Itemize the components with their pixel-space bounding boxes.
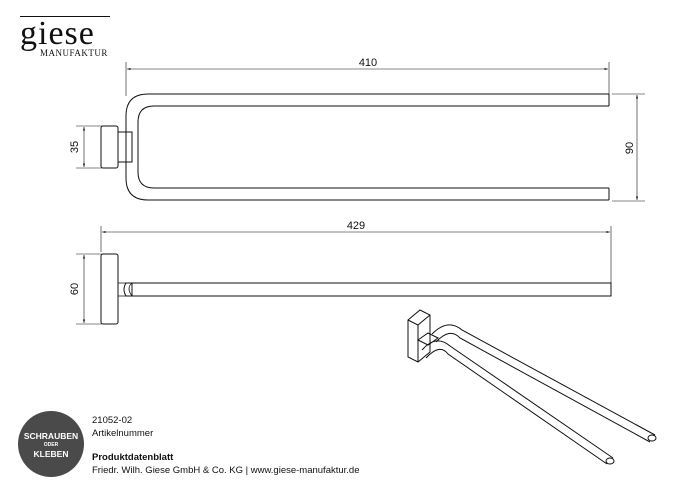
dim-label-60: 60 xyxy=(69,283,81,295)
badge-line-3: KLEBEN xyxy=(33,449,69,459)
wall-mount-top xyxy=(100,125,119,169)
dim-label-429: 429 xyxy=(347,220,365,232)
top-view xyxy=(76,62,645,202)
dim-label-90: 90 xyxy=(624,142,636,154)
inner-rail xyxy=(137,105,609,189)
side-view xyxy=(76,226,612,325)
brand-logo: giese MANUFAKTUR xyxy=(20,15,115,58)
badge-line-1: SCHRAUBEN xyxy=(23,431,79,441)
bar-side xyxy=(123,282,612,297)
isometric-view xyxy=(407,309,657,465)
article-label: Artikelnummer xyxy=(92,428,154,439)
brand-name: giese xyxy=(20,15,95,52)
company-line: Friedr. Wilh. Giese GmbH & Co. KG | www.… xyxy=(92,465,360,476)
pivot-block-top xyxy=(117,131,133,163)
mounting-badge: SCHRAUBEN ODER KLEBEN xyxy=(18,411,84,477)
dim-label-410: 410 xyxy=(359,57,377,69)
wall-mount-side xyxy=(100,253,119,325)
badge-line-2: ODER xyxy=(43,442,59,448)
brand-tagline: MANUFAKTUR xyxy=(40,48,108,58)
sheet-title: Produktdatenblatt xyxy=(92,452,174,463)
dim-label-35: 35 xyxy=(69,141,81,153)
logo-rule xyxy=(20,16,110,17)
article-number: 21052-02 xyxy=(92,415,133,426)
outer-rail xyxy=(125,93,609,201)
